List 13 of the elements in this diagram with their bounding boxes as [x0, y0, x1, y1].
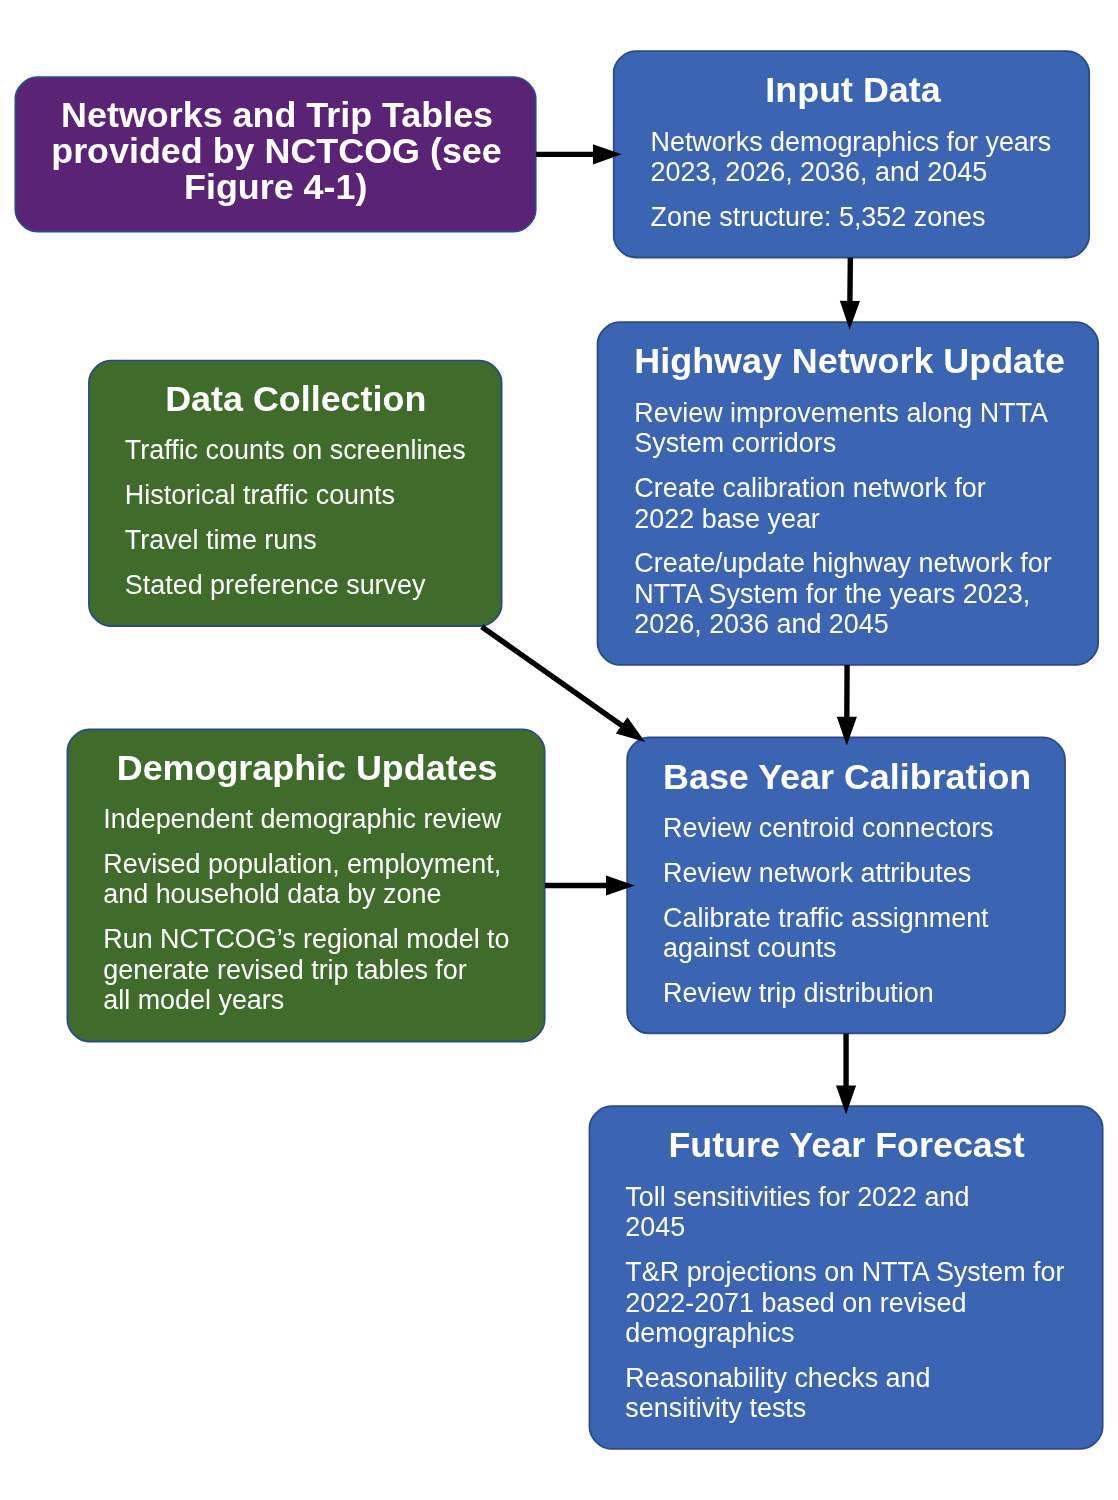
- node-box: Future Year Forecast Toll sensitivities for 2022 and 2045 T&R projections on NTTA System for 2022-2071 based on revised demographics Reasonability checks and sensitivity tests: [588, 1105, 1104, 1450]
- node-box: Input Data Networks demographics for years 2023, 2026, 2036, and 2045 Zone structure: 5,352 zones: [612, 50, 1091, 259]
- node-box: Data Collection Traffic counts on screenlines Historical traffic counts Travel time runs Stated preference survey: [88, 359, 503, 628]
- node-box: Highway Network Update Review improvements along NTTA System corridors Create calibration network for 2022 base year Create/update highway network for NTTA System for the years 2023, 2026, 2036 and 2045: [596, 321, 1100, 666]
- arrow: [480, 624, 646, 742]
- node-box: Networks and Trip Tables provided by NCTCOG (see Figure 4-1): [14, 76, 537, 233]
- arrow: [544, 875, 635, 896]
- arrow: [836, 665, 857, 746]
- arrow: [839, 257, 860, 330]
- node-box: Demographic Updates Independent demographic review Revised population, employment, and household data by zone Run NCTCOG’s regional model to generate revised trip tables for all model years: [66, 728, 546, 1043]
- arrow: [535, 144, 622, 165]
- arrow: [836, 1033, 857, 1115]
- node-box: Base Year Calibration Review centroid connectors Review network attributes Calibrate traffic assignment against counts Review trip distribution: [626, 736, 1066, 1035]
